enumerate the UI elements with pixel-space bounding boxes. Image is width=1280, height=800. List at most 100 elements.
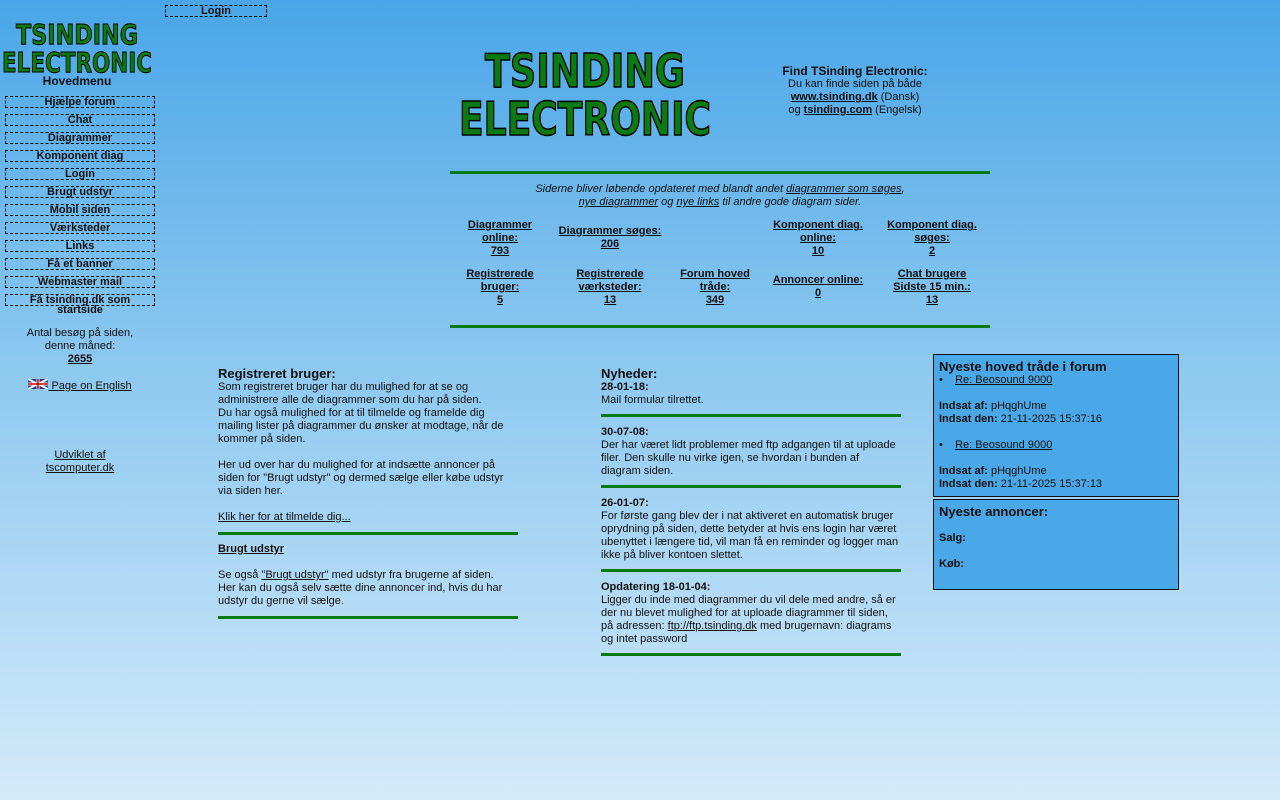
small-logo: TSINDING ELECTRONIC — [2, 18, 152, 74]
tsinding-com-link[interactable]: tsinding.com — [803, 104, 873, 116]
forum-thread-link[interactable]: Re: Beosound 9000 — [955, 374, 1053, 386]
stat-label[interactable]: Registrerede — [466, 268, 534, 280]
registered-title: Registreret bruger: — [218, 366, 336, 381]
menu-item[interactable]: Få et banner — [5, 258, 155, 270]
stat-value[interactable]: 5 — [496, 294, 504, 306]
stat-item: Annoncer online:0 — [763, 274, 873, 300]
forum-thread-link[interactable]: Re: Beosound 9000 — [955, 439, 1053, 451]
tsinding-dk-link[interactable]: www.tsinding.dk — [790, 91, 878, 103]
menu-item[interactable]: Login — [5, 168, 155, 180]
svg-text:TSINDING: TSINDING — [16, 18, 138, 51]
registered-section: Registreret bruger: Som registreret brug… — [218, 367, 518, 627]
top-login-button[interactable]: Login — [165, 5, 267, 17]
stat-item: Komponent diag.online:10 — [763, 219, 873, 258]
news-text: Ligger du inde med diagrammer du vil del… — [601, 594, 896, 632]
counter-label: Antal besøg på siden, — [26, 327, 134, 339]
post-date: 21-11-2025 15:37:16 — [997, 413, 1103, 425]
news-text: For første gang blev der i nat aktiveret… — [601, 510, 899, 561]
stat-value[interactable]: 13 — [603, 294, 617, 306]
find-text: Du kan finde siden på både — [788, 78, 922, 90]
main-logo: TSINDING ELECTRONIC — [458, 45, 712, 137]
menu-item[interactable]: Brugt udstyr — [5, 186, 155, 198]
menu-item[interactable]: Diagrammer — [5, 132, 155, 144]
svg-text:TSINDING: TSINDING — [485, 45, 685, 98]
author: pHqghUme — [987, 400, 1047, 412]
signup-link[interactable]: Klik her for at tilmelde dig... — [218, 511, 351, 523]
stat-label[interactable]: online: — [799, 232, 837, 244]
stat-label[interactable]: Diagrammer søges: — [558, 225, 662, 237]
text: Som registreret bruger har du mulighed f… — [218, 381, 482, 406]
stat-value[interactable]: 349 — [705, 294, 725, 306]
buy-label: Køb: — [939, 558, 965, 570]
stat-label[interactable]: Komponent diag. — [773, 219, 863, 231]
english-page-link[interactable]: Page on English — [27, 378, 132, 392]
divider — [450, 325, 990, 328]
svg-text:ELECTRONIC: ELECTRONIC — [459, 92, 711, 137]
stat-item: Diagrammer søges:206 — [555, 225, 665, 251]
author: pHqghUme — [987, 465, 1047, 477]
stat-value[interactable]: 206 — [600, 238, 620, 250]
stat-value[interactable]: 10 — [811, 245, 825, 257]
menu-item[interactable]: Komponent diag — [5, 150, 155, 162]
sale-label: Salg: — [939, 532, 966, 544]
stat-label[interactable]: Chat brugere — [897, 268, 967, 280]
news-text: Der har været lidt problemer med ftp adg… — [601, 439, 896, 477]
stat-item: Komponent diag.søges:2 — [877, 219, 987, 258]
new-links-link[interactable]: nye links — [676, 196, 720, 208]
wanted-diagrams-link[interactable]: diagrammer som søges — [786, 183, 902, 195]
stat-label[interactable]: Sidste 15 min.: — [893, 281, 971, 293]
stat-label[interactable]: Registrerede — [576, 268, 644, 280]
forum-box: Nyeste hoved tråde i forum • Re: Beosoun… — [933, 354, 1179, 497]
menu-item[interactable]: Hjælpe forum — [5, 96, 155, 108]
stat-value[interactable]: 0 — [814, 287, 822, 299]
ftp-link[interactable]: ftp://ftp.tsinding.dk — [667, 620, 757, 632]
stat-label[interactable]: online: — [481, 232, 519, 244]
used-equipment-link[interactable]: "Brugt udstyr" — [261, 569, 329, 581]
menu-item[interactable]: Chat — [5, 114, 155, 126]
counter-value[interactable]: 2655 — [67, 353, 93, 365]
stat-label[interactable]: søges: — [914, 232, 950, 244]
menu-item[interactable]: Værksteder — [5, 222, 155, 234]
find-title: Find TSinding Electronic: — [782, 64, 928, 78]
stat-label[interactable]: bruger: — [480, 281, 520, 293]
menu-item[interactable]: Mobil siden — [5, 204, 155, 216]
menu-item[interactable]: Webmaster mail — [5, 276, 155, 288]
news-date: 30-07-08: — [601, 426, 649, 438]
svg-text:ELECTRONIC: ELECTRONIC — [2, 46, 152, 74]
news-item: 28-01-18:Mail formular tilrettet. — [601, 381, 901, 417]
find-section: Find TSinding Electronic: Du kan finde s… — [755, 64, 955, 117]
stat-label[interactable]: værksteder: — [578, 281, 642, 293]
english-link-text: Page on English — [48, 380, 132, 392]
news-item: 30-07-08:Der har været lidt problemer me… — [601, 426, 901, 488]
post-date: 21-11-2025 15:37:13 — [997, 478, 1103, 490]
stat-label[interactable]: Annoncer online: — [772, 274, 864, 286]
stat-value[interactable]: 2 — [928, 245, 936, 257]
text: Du har også mulighed for at til tilmelde… — [218, 407, 504, 445]
uk-flag-icon — [27, 378, 49, 390]
news-title: Nyheder: — [601, 366, 658, 381]
news-item: Opdatering 18-01-04:Ligger du inde med d… — [601, 581, 901, 656]
stat-value[interactable]: 793 — [490, 245, 510, 257]
new-diagrams-link[interactable]: nye diagrammer — [578, 196, 659, 208]
stat-label[interactable]: Komponent diag. — [887, 219, 977, 231]
text: Her ud over har du mulighed for at indsæ… — [218, 459, 504, 497]
menu-item[interactable]: Få tsinding.dk som startside — [5, 294, 155, 316]
stat-label[interactable]: Diagrammer — [467, 219, 533, 231]
news-text: Mail formular tilrettet. — [601, 394, 704, 406]
stat-value[interactable]: 13 — [925, 294, 939, 306]
used-equipment-heading-link[interactable]: Brugt udstyr — [218, 543, 284, 555]
menu-title: Hovedmenu — [42, 74, 112, 88]
menu-item[interactable]: Links — [5, 240, 155, 252]
stat-label[interactable]: tråde: — [699, 281, 731, 293]
ads-title: Nyeste annoncer: — [939, 504, 1049, 519]
stat-label[interactable]: Forum hoved — [680, 268, 750, 280]
news-date: 28-01-18: — [601, 381, 649, 393]
divider — [601, 414, 901, 417]
